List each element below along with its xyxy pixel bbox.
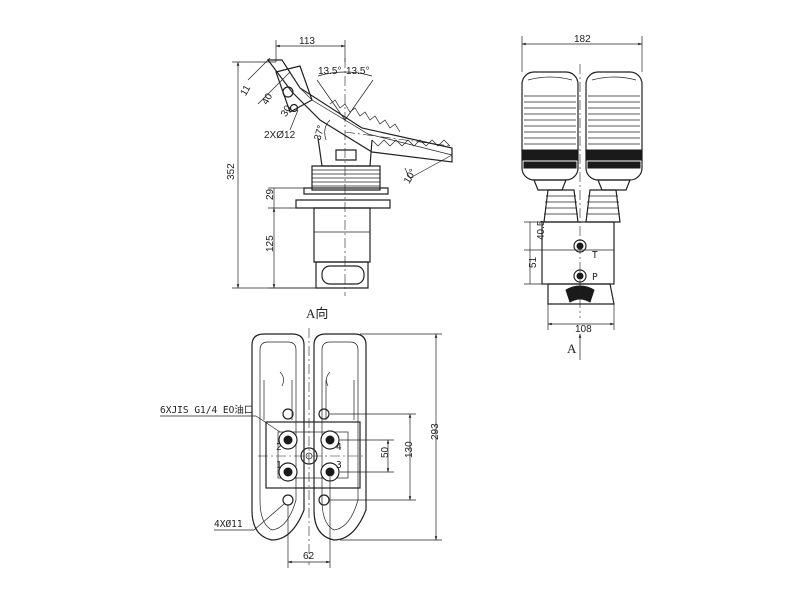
dim-51: 51 — [524, 250, 548, 285]
plan-view-title: A向 — [306, 306, 328, 321]
port-number-3: 3 — [336, 460, 342, 471]
bellows — [543, 189, 621, 223]
dim-50-label: 50 — [380, 446, 391, 458]
dim-182: 182 — [521, 34, 643, 72]
dim-130: 130 — [330, 413, 416, 501]
dim-125: 125 — [265, 207, 316, 289]
dim-125-label: 125 — [265, 235, 276, 252]
hole-callout-plan: 4XØ11 — [214, 503, 285, 531]
plan-ports: 2 4 1 3 — [276, 430, 342, 482]
view-arrow-a-label: A — [567, 341, 577, 356]
dim-113: 113 — [275, 36, 346, 62]
dim-10: 10° — [402, 154, 453, 186]
angle-37-label: 37° — [313, 124, 328, 141]
plan-left-pedal — [251, 333, 305, 541]
left-pedal — [521, 71, 579, 191]
angle-right-label: 13.5° — [346, 66, 369, 77]
right-pedal — [585, 71, 643, 191]
dim-11-label: 11 — [239, 83, 254, 98]
port-number-2: 2 — [276, 442, 282, 453]
dim-108-label: 108 — [575, 324, 592, 335]
port-number-1: 1 — [276, 460, 282, 471]
dim-50: 50 — [340, 439, 394, 473]
port-callout: 6XJIS G1/4 EO油口 — [160, 404, 281, 433]
angle-left-label: 13.5° — [318, 66, 341, 77]
port-number-4: 4 — [336, 442, 342, 453]
port-p-label: P — [592, 272, 598, 283]
dim-352-label: 352 — [226, 163, 237, 180]
dim-113-label: 113 — [299, 36, 315, 47]
dim-293-label: 293 — [430, 423, 441, 440]
plan-right-pedal — [313, 333, 367, 541]
plan-flange — [265, 408, 361, 506]
dim-51-label: 51 — [528, 256, 539, 268]
dim-29: 29 — [265, 187, 304, 209]
view-arrow-a: A — [567, 333, 582, 360]
dim-182-label: 182 — [574, 34, 591, 45]
dim-37: 37° — [313, 119, 331, 142]
side-view: 113 13.5° 13.5° 11 40 30 2XØ12 37° — [226, 36, 453, 296]
dim-108: 108 — [547, 304, 615, 335]
left-grip-lines — [524, 95, 576, 145]
dim-angles: 13.5° 13.5° — [316, 66, 374, 121]
dim-40-label: 40 — [260, 91, 275, 107]
dim-62: 62 — [287, 477, 331, 568]
dim-62-label: 62 — [303, 551, 315, 562]
dim-130-label: 130 — [404, 441, 415, 458]
dim-angled-small: 11 40 30 2XØ12 — [239, 57, 299, 141]
hole-callout: 2XØ12 — [264, 130, 296, 141]
plan-view: A向 2 — [160, 306, 442, 568]
end-view: T P 182 40.5 51 108 — [521, 34, 643, 360]
dim-40-5-label: 40.5 — [536, 220, 547, 240]
dim-29-label: 29 — [265, 188, 276, 200]
dim-40-5: 40.5 — [524, 220, 547, 251]
angle-10-label: 10° — [402, 167, 419, 186]
valve-body: T P — [541, 221, 615, 305]
valve-column — [295, 137, 391, 289]
port-t-label: T — [592, 250, 598, 261]
hole-callout-plan-label: 4XØ11 — [214, 519, 243, 530]
port-callout-label: 6XJIS G1/4 EO油口 — [160, 404, 253, 416]
dim-293: 293 — [340, 333, 442, 541]
dim-30-label: 30 — [279, 103, 294, 119]
